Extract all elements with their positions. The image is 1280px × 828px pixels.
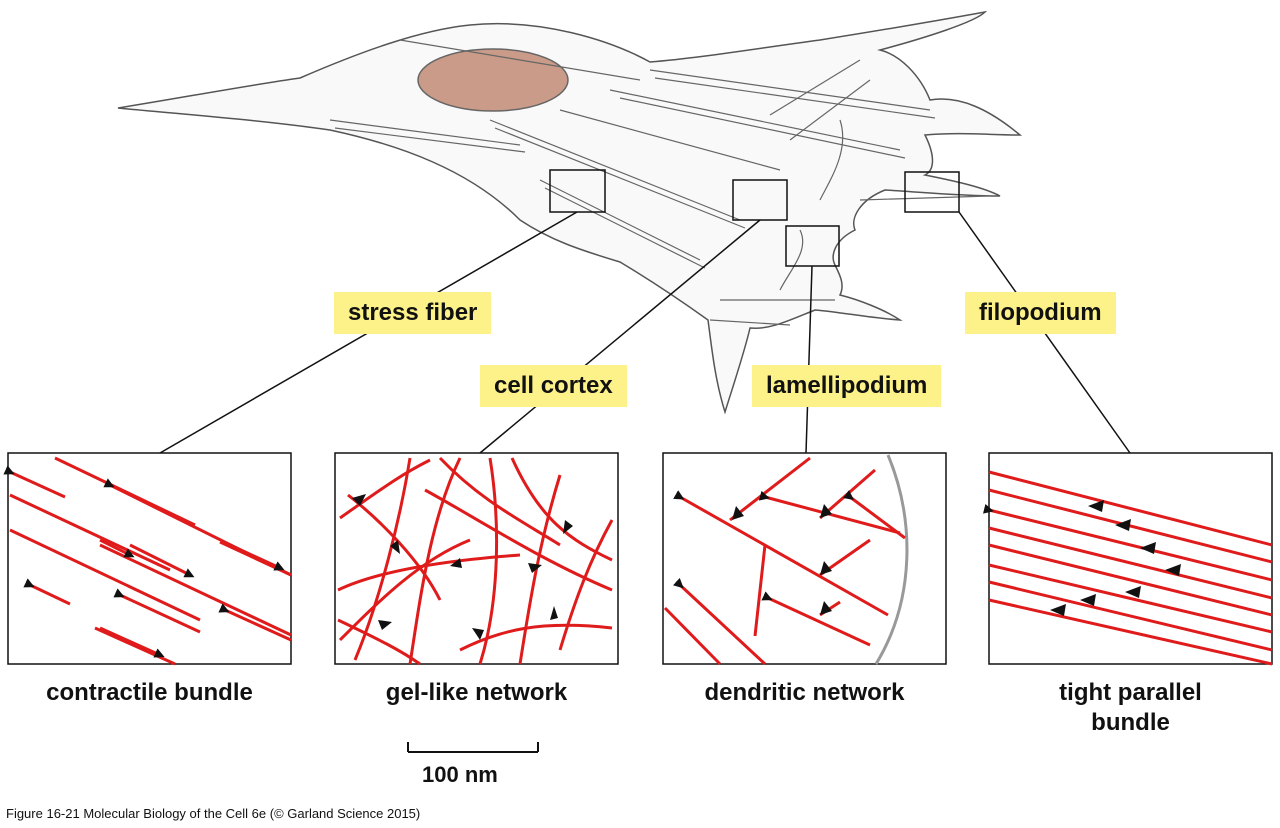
zoom-box-stress-fiber [549,169,606,213]
panel-contractile-filaments [3,456,292,666]
label-stress-fiber: stress fiber [334,292,492,334]
scale-bar-label: 100 nm [422,762,498,787]
label-filopodium: filopodium [965,292,1116,334]
caption-tight-parallel-line2: bundle [1091,709,1170,736]
panel-dendritic-arrows [732,504,832,615]
zoom-box-filopodium [904,171,960,213]
label-lamellipodium: lamellipodium [752,365,942,407]
panel-gel-filaments [337,456,614,666]
panel-dendritic-filaments [663,456,906,666]
scale-bar [407,742,539,753]
panel-dendritic-membrane [874,454,909,665]
figure-credit: Figure 16-21 Molecular Biology of the Ce… [6,806,421,821]
panel-contractile-frame [7,452,292,665]
cell-filament-sketch [329,39,991,326]
panel-parallel-frame [988,452,1273,665]
caption-contractile-bundle: contractile bundle [46,679,253,706]
label-cell-cortex: cell cortex [480,365,627,407]
panel-dendritic-frame [662,452,947,665]
caption-gel-like-network: gel-like network [385,679,568,706]
panel-parallel-filaments [982,470,1273,666]
caption-tight-parallel-line1: tight parallel [1059,679,1202,706]
caption-tight-parallel-bundle: tight parallel bundle [989,678,1272,738]
zoom-box-lamellipodium [785,225,840,267]
caption-dendritic-network: dendritic network [704,679,905,706]
nucleus [417,48,569,112]
panel-parallel-arrows [1050,500,1181,616]
panel-gel-arrows [352,494,573,640]
